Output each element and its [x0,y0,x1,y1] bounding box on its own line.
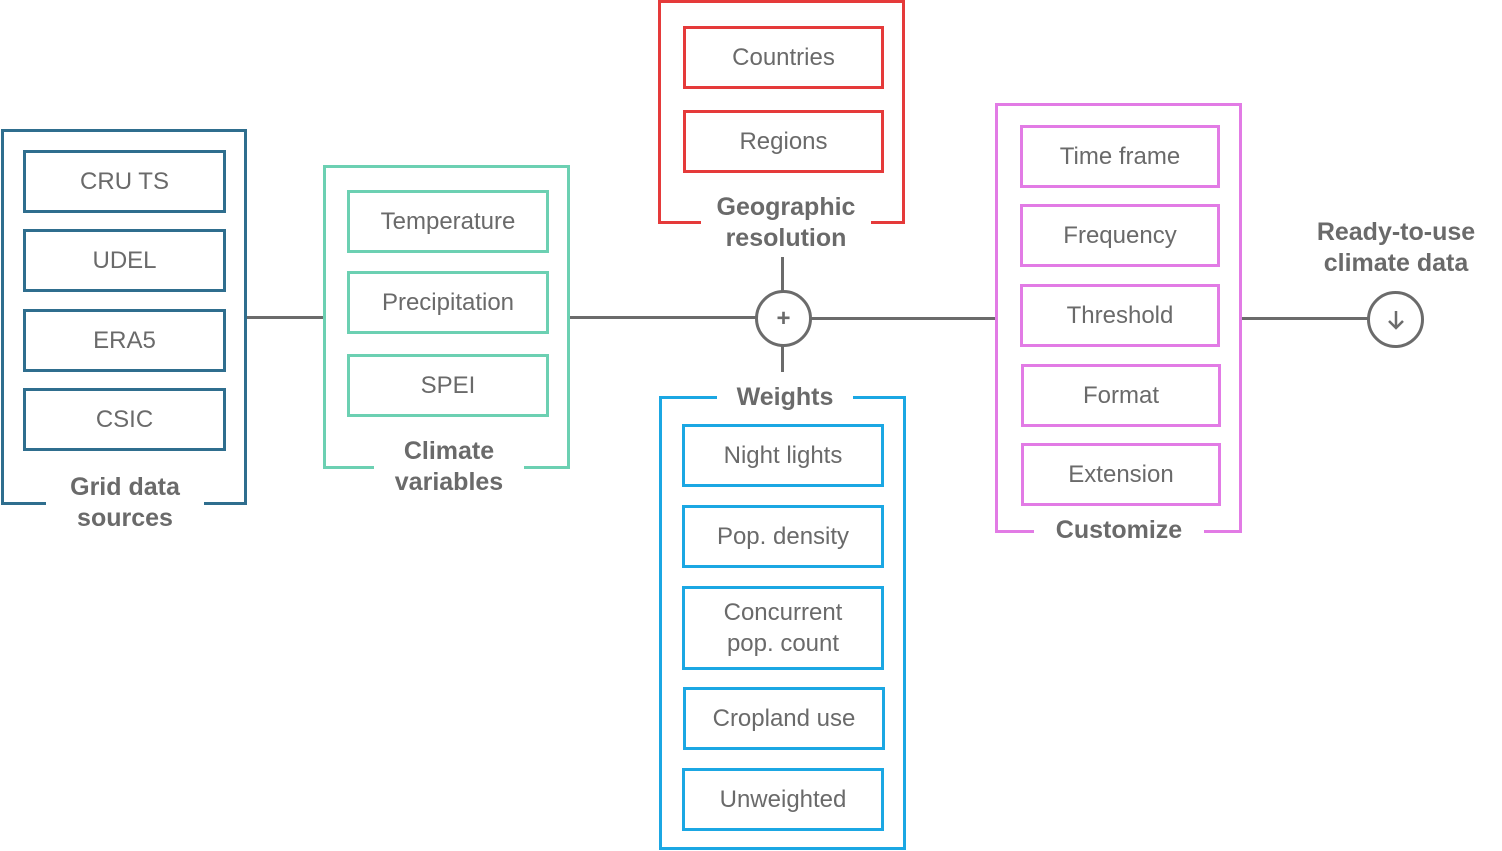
weights-label: Weights [717,382,853,413]
customize-threshold: Threshold [1020,284,1220,347]
weight-pop-density: Pop. density [682,505,884,568]
source-udel: UDEL [23,229,226,292]
customize-group: Time frame Frequency Threshold Format Ex… [995,103,1242,546]
weight-unweighted: Unweighted [682,768,884,831]
output-node [1367,291,1424,348]
plus-icon: + [776,304,791,332]
source-cru-ts: CRU TS [23,150,226,213]
grid-data-sources-label: Grid data sources [46,472,204,534]
output-label: Ready-to-use climate data [1316,218,1476,277]
climate-variables-label: Climate variables [374,436,524,498]
climate-variables-group: Temperature Precipitation SPEI Climate v… [323,165,570,498]
weight-cropland-use: Cropland use [683,687,885,750]
connector-customize-to-output [1240,317,1368,320]
geographic-resolution-label: Geographic resolution [701,192,871,254]
download-arrow-icon [1387,310,1404,330]
geographic-resolution-group: Countries Regions Geographic resolution [658,0,905,254]
weight-concurrent-pop-count: Concurrent pop. count [682,586,884,670]
weights-group: Weights Night lights Pop. density Concur… [659,382,906,850]
combine-node: + [755,290,812,347]
customize-time-frame: Time frame [1020,125,1220,188]
geography-countries: Countries [683,26,884,89]
connector-variables-to-combine [569,316,757,319]
connector-sources-to-variables [246,316,326,319]
customize-extension: Extension [1021,443,1221,506]
customize-label: Customize [1034,515,1204,546]
customize-format: Format [1021,364,1221,427]
geography-regions: Regions [683,110,884,173]
source-csic: CSIC [23,388,226,451]
variable-spei: SPEI [347,354,549,417]
connector-geography-to-combine [781,257,784,291]
connector-combine-to-weights [781,345,784,372]
variable-temperature: Temperature [347,190,549,253]
connector-combine-to-customize [811,317,998,320]
grid-data-sources-group: CRU TS UDEL ERA5 CSIC Grid data sources [1,129,247,534]
weight-night-lights: Night lights [682,424,884,487]
source-era5: ERA5 [23,309,226,372]
variable-precipitation: Precipitation [347,271,549,334]
customize-frequency: Frequency [1020,204,1220,267]
